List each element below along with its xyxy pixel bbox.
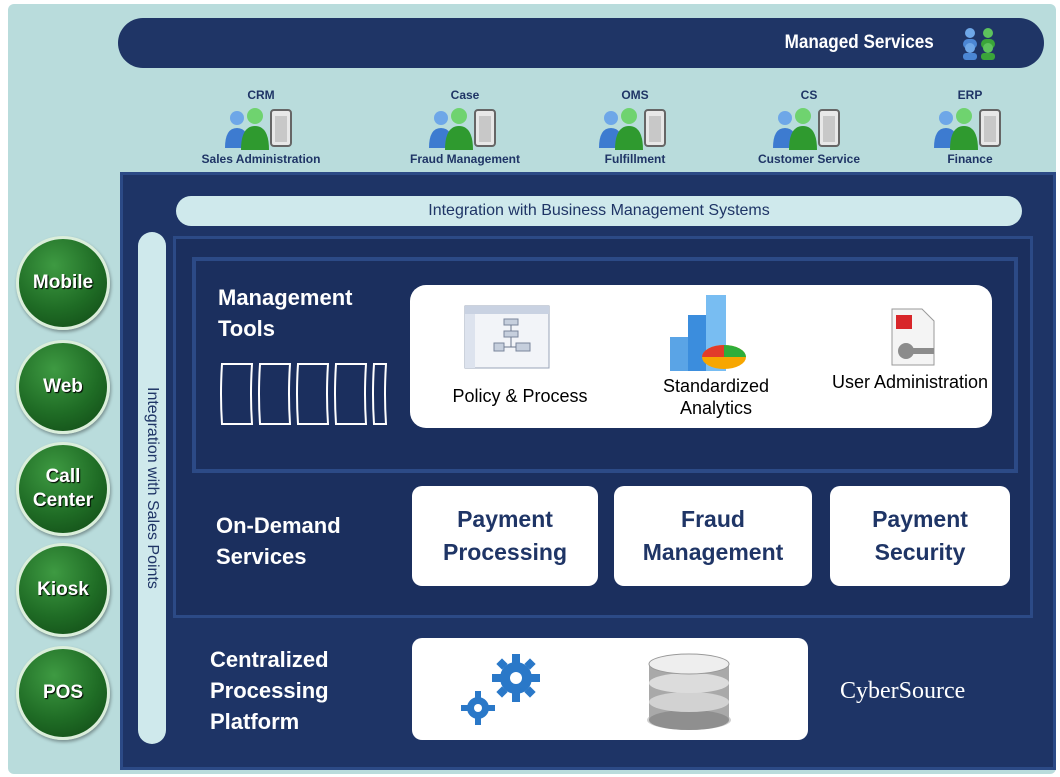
platform-label: Centralized Processing Platform [210, 647, 329, 734]
people-server-icon [599, 108, 666, 150]
payment-processing-label: Payment Processing [443, 506, 567, 565]
managed-services-bar: Managed Services [118, 18, 1044, 68]
channel-pos: POS [16, 646, 110, 740]
people-server-icon [429, 108, 496, 150]
standardized-analytics-label: Standardized Analytics [662, 376, 770, 418]
policy-process-label: Policy & Process [452, 386, 588, 406]
gears-icon [461, 654, 540, 725]
bms-code: CRM [247, 88, 275, 102]
managed-services-label: Managed Services [784, 32, 934, 53]
payment-security-label: Payment Security [872, 506, 968, 565]
channel-label: Web [43, 376, 83, 397]
channel-label: POS [42, 682, 84, 703]
management-tools-card: Policy & Process Standardized Analytics … [410, 285, 992, 428]
analytics-chart-icon [670, 295, 746, 371]
bms-crm: CRM Sales Administration [186, 88, 336, 178]
management-tools-label: Management Tools [218, 285, 353, 341]
people-group-icon [963, 28, 995, 60]
people-server-icon [773, 108, 840, 150]
channel-label: Mobile [32, 272, 94, 293]
bms-code: Case [450, 88, 480, 102]
bms-code: CS [800, 88, 818, 102]
integration-sales-bar: Integration with Sales Points [138, 232, 166, 744]
integration-business-bar: Integration with Business Management Sys… [176, 196, 1022, 226]
channel-mobile: Mobile [16, 236, 110, 330]
fraud-management-label: Fraud Management [642, 506, 784, 565]
database-icon [647, 653, 731, 730]
bms-label: Finance [947, 152, 993, 166]
frames-icon [220, 363, 388, 425]
bms-erp: ERP Finance [900, 88, 1040, 178]
channel-call-center: Call Center [16, 442, 110, 536]
bms-code: OMS [621, 88, 649, 102]
bms-label: Sales Administration [201, 152, 321, 166]
key-document-icon [891, 308, 935, 366]
people-server-icon [934, 108, 1001, 150]
integration-sales-label: Integration with Sales Points [144, 387, 161, 589]
bms-label: Customer Service [757, 152, 861, 166]
channel-label: Kiosk [37, 579, 89, 600]
bms-label: Fraud Management [409, 152, 520, 166]
bms-case: Case Fraud Management [390, 88, 540, 178]
flowchart-icon [464, 305, 550, 369]
channel-label: Call Center [32, 466, 94, 511]
people-server-icon [225, 108, 292, 150]
bms-oms: OMS Fulfillment [560, 88, 710, 178]
bms-label: Fulfillment [604, 152, 666, 166]
on-demand-label: On-Demand Services [216, 513, 341, 569]
channel-web: Web [16, 340, 110, 434]
bms-code: ERP [957, 88, 983, 102]
fraud-management-card: Fraud Management [614, 486, 812, 586]
bms-cs: CS Customer Service [734, 88, 884, 178]
channel-kiosk: Kiosk [16, 543, 110, 637]
platform-card [412, 638, 808, 740]
payment-security-card: Payment Security [830, 486, 1010, 586]
cybersource-logo: CyberSource [840, 678, 966, 704]
payment-processing-card: Payment Processing [412, 486, 598, 586]
user-administration-label: User Administration [831, 372, 989, 392]
